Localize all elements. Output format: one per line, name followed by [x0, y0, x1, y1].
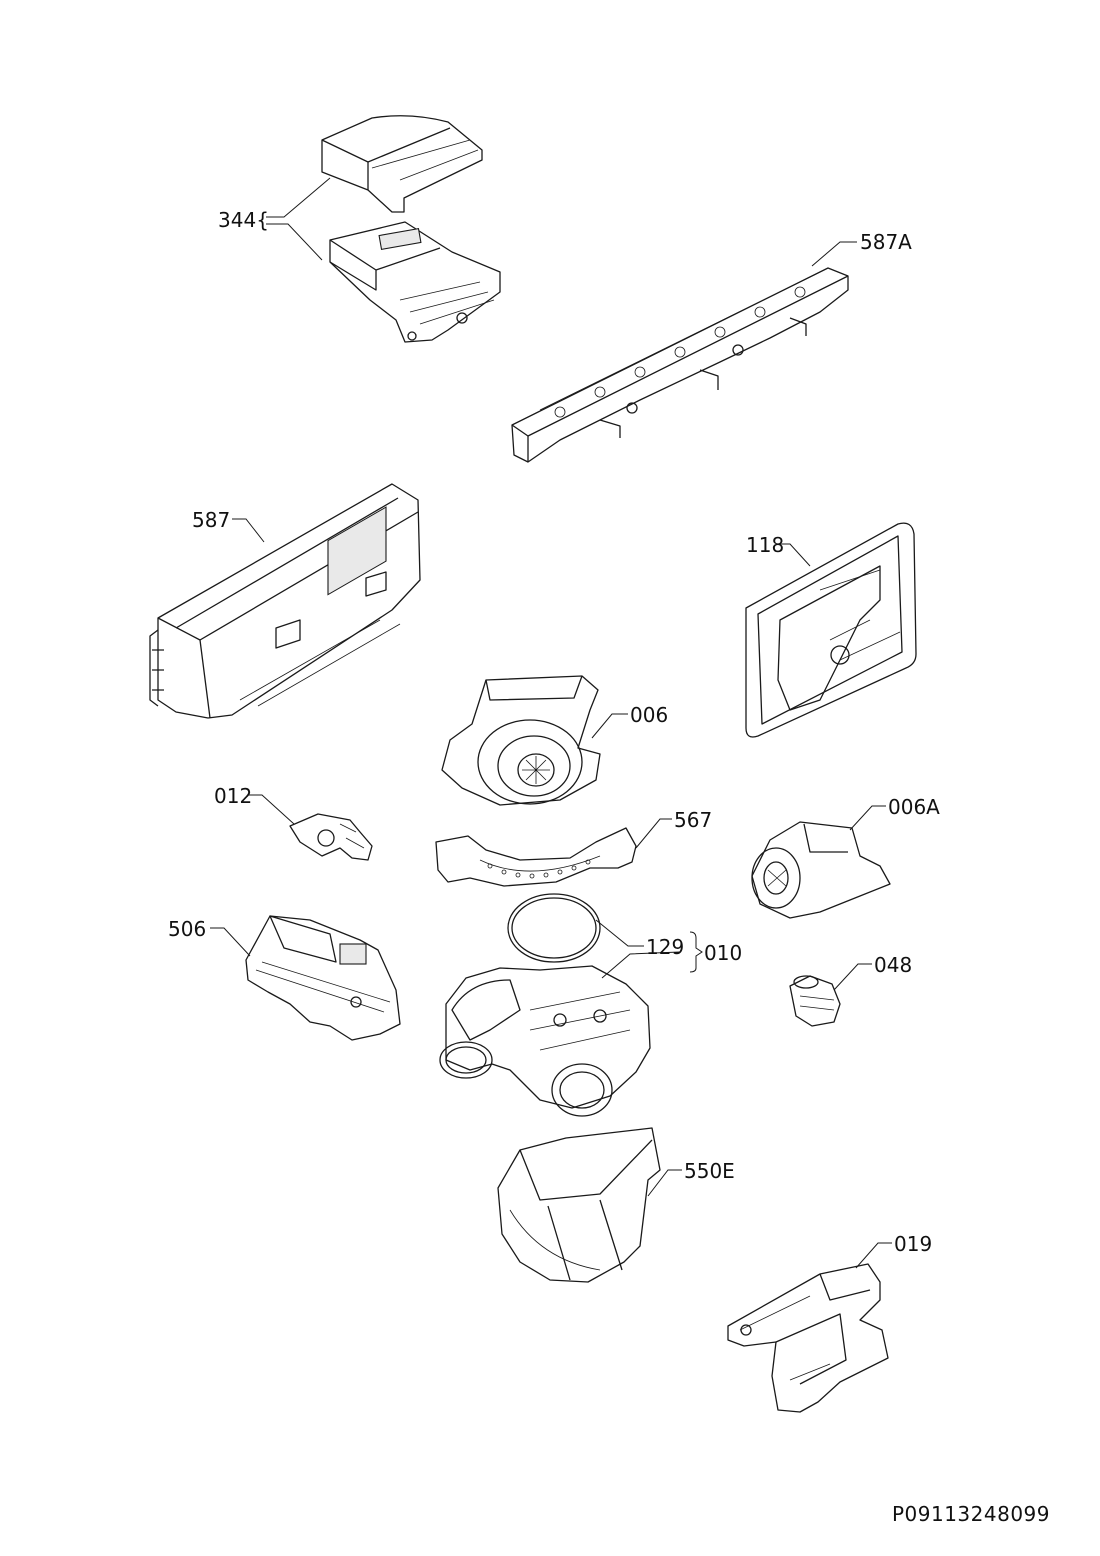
part-550E-cover	[497, 1127, 661, 1283]
leader-006A	[849, 805, 886, 831]
leader-506	[210, 927, 251, 957]
label-587: 587	[192, 508, 231, 532]
leader-019	[855, 1242, 892, 1269]
part-344-cover	[321, 115, 483, 213]
leader-344-cover	[266, 177, 331, 218]
label-012: 012	[214, 784, 253, 808]
label-344-text: 344	[218, 208, 257, 232]
part-587A-control-bar	[511, 267, 849, 463]
leader-587	[232, 518, 265, 543]
leader-129	[595, 919, 644, 947]
leader-118	[776, 543, 811, 567]
part-587-control-box	[149, 483, 421, 719]
label-129: 129	[646, 935, 685, 959]
brace-344: {	[256, 208, 269, 232]
leader-344-module	[266, 223, 323, 261]
label-006A: 006A	[888, 795, 940, 819]
label-010: 010	[704, 941, 743, 965]
label-506: 506	[168, 917, 207, 941]
part-006-pump-housing	[441, 675, 601, 806]
document-id: P09113248099	[891, 1502, 1050, 1526]
label-550E: 550E	[684, 1159, 735, 1183]
part-006A-drain-pump	[751, 821, 891, 919]
part-048-sensor	[789, 975, 841, 1027]
part-118-dispenser	[745, 522, 917, 738]
part-344-module	[329, 221, 501, 343]
label-048: 048	[874, 953, 913, 977]
part-567-bracket	[435, 827, 637, 887]
leader-012	[248, 794, 295, 825]
leader-567	[635, 818, 672, 849]
leader-587A	[811, 241, 857, 267]
part-010-heat-pump	[439, 965, 651, 1117]
label-587A: 587A	[860, 230, 912, 254]
leader-048	[833, 963, 872, 991]
label-567: 567	[674, 808, 713, 832]
leader-550E	[647, 1169, 682, 1197]
label-006: 006	[630, 703, 669, 727]
part-012-sensor	[289, 813, 373, 861]
leader-010	[601, 951, 681, 979]
label-118: 118	[746, 533, 785, 557]
part-506-flowmeter	[245, 915, 401, 1041]
leader-lines	[210, 177, 892, 1269]
label-344: 344{	[218, 210, 269, 230]
part-019-door-lock	[727, 1263, 889, 1413]
label-019: 019	[894, 1232, 933, 1256]
leader-006	[591, 713, 628, 739]
brace-010	[689, 931, 703, 973]
part-129-gasket	[507, 893, 601, 963]
